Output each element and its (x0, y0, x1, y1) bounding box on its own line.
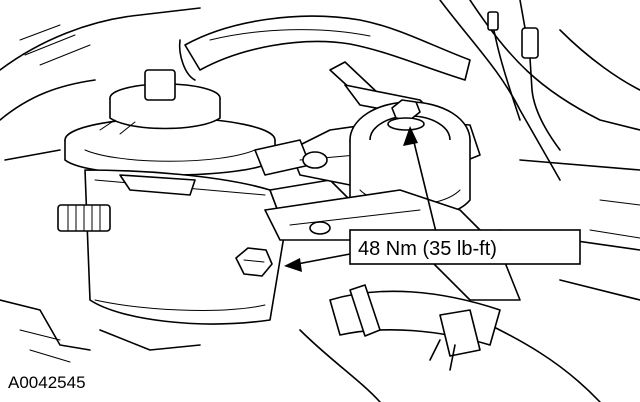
arrow-icon (284, 126, 437, 272)
torque-label: 48 Nm (35 lb-ft) (358, 238, 497, 260)
wiring-harness (487, 0, 561, 151)
lower-left-detail (0, 299, 201, 363)
threaded-stud (57, 204, 111, 232)
upper-hose (178, 15, 471, 81)
bolt-icon (387, 99, 425, 131)
lower-hose (329, 284, 501, 371)
side-bolt-icon (235, 247, 273, 277)
pump-bracket (84, 169, 361, 325)
figure-id: A0042545 (8, 373, 86, 392)
reservoir-cap (64, 69, 276, 176)
torque-callout: 48 Nm (35 lb-ft) (349, 229, 581, 265)
